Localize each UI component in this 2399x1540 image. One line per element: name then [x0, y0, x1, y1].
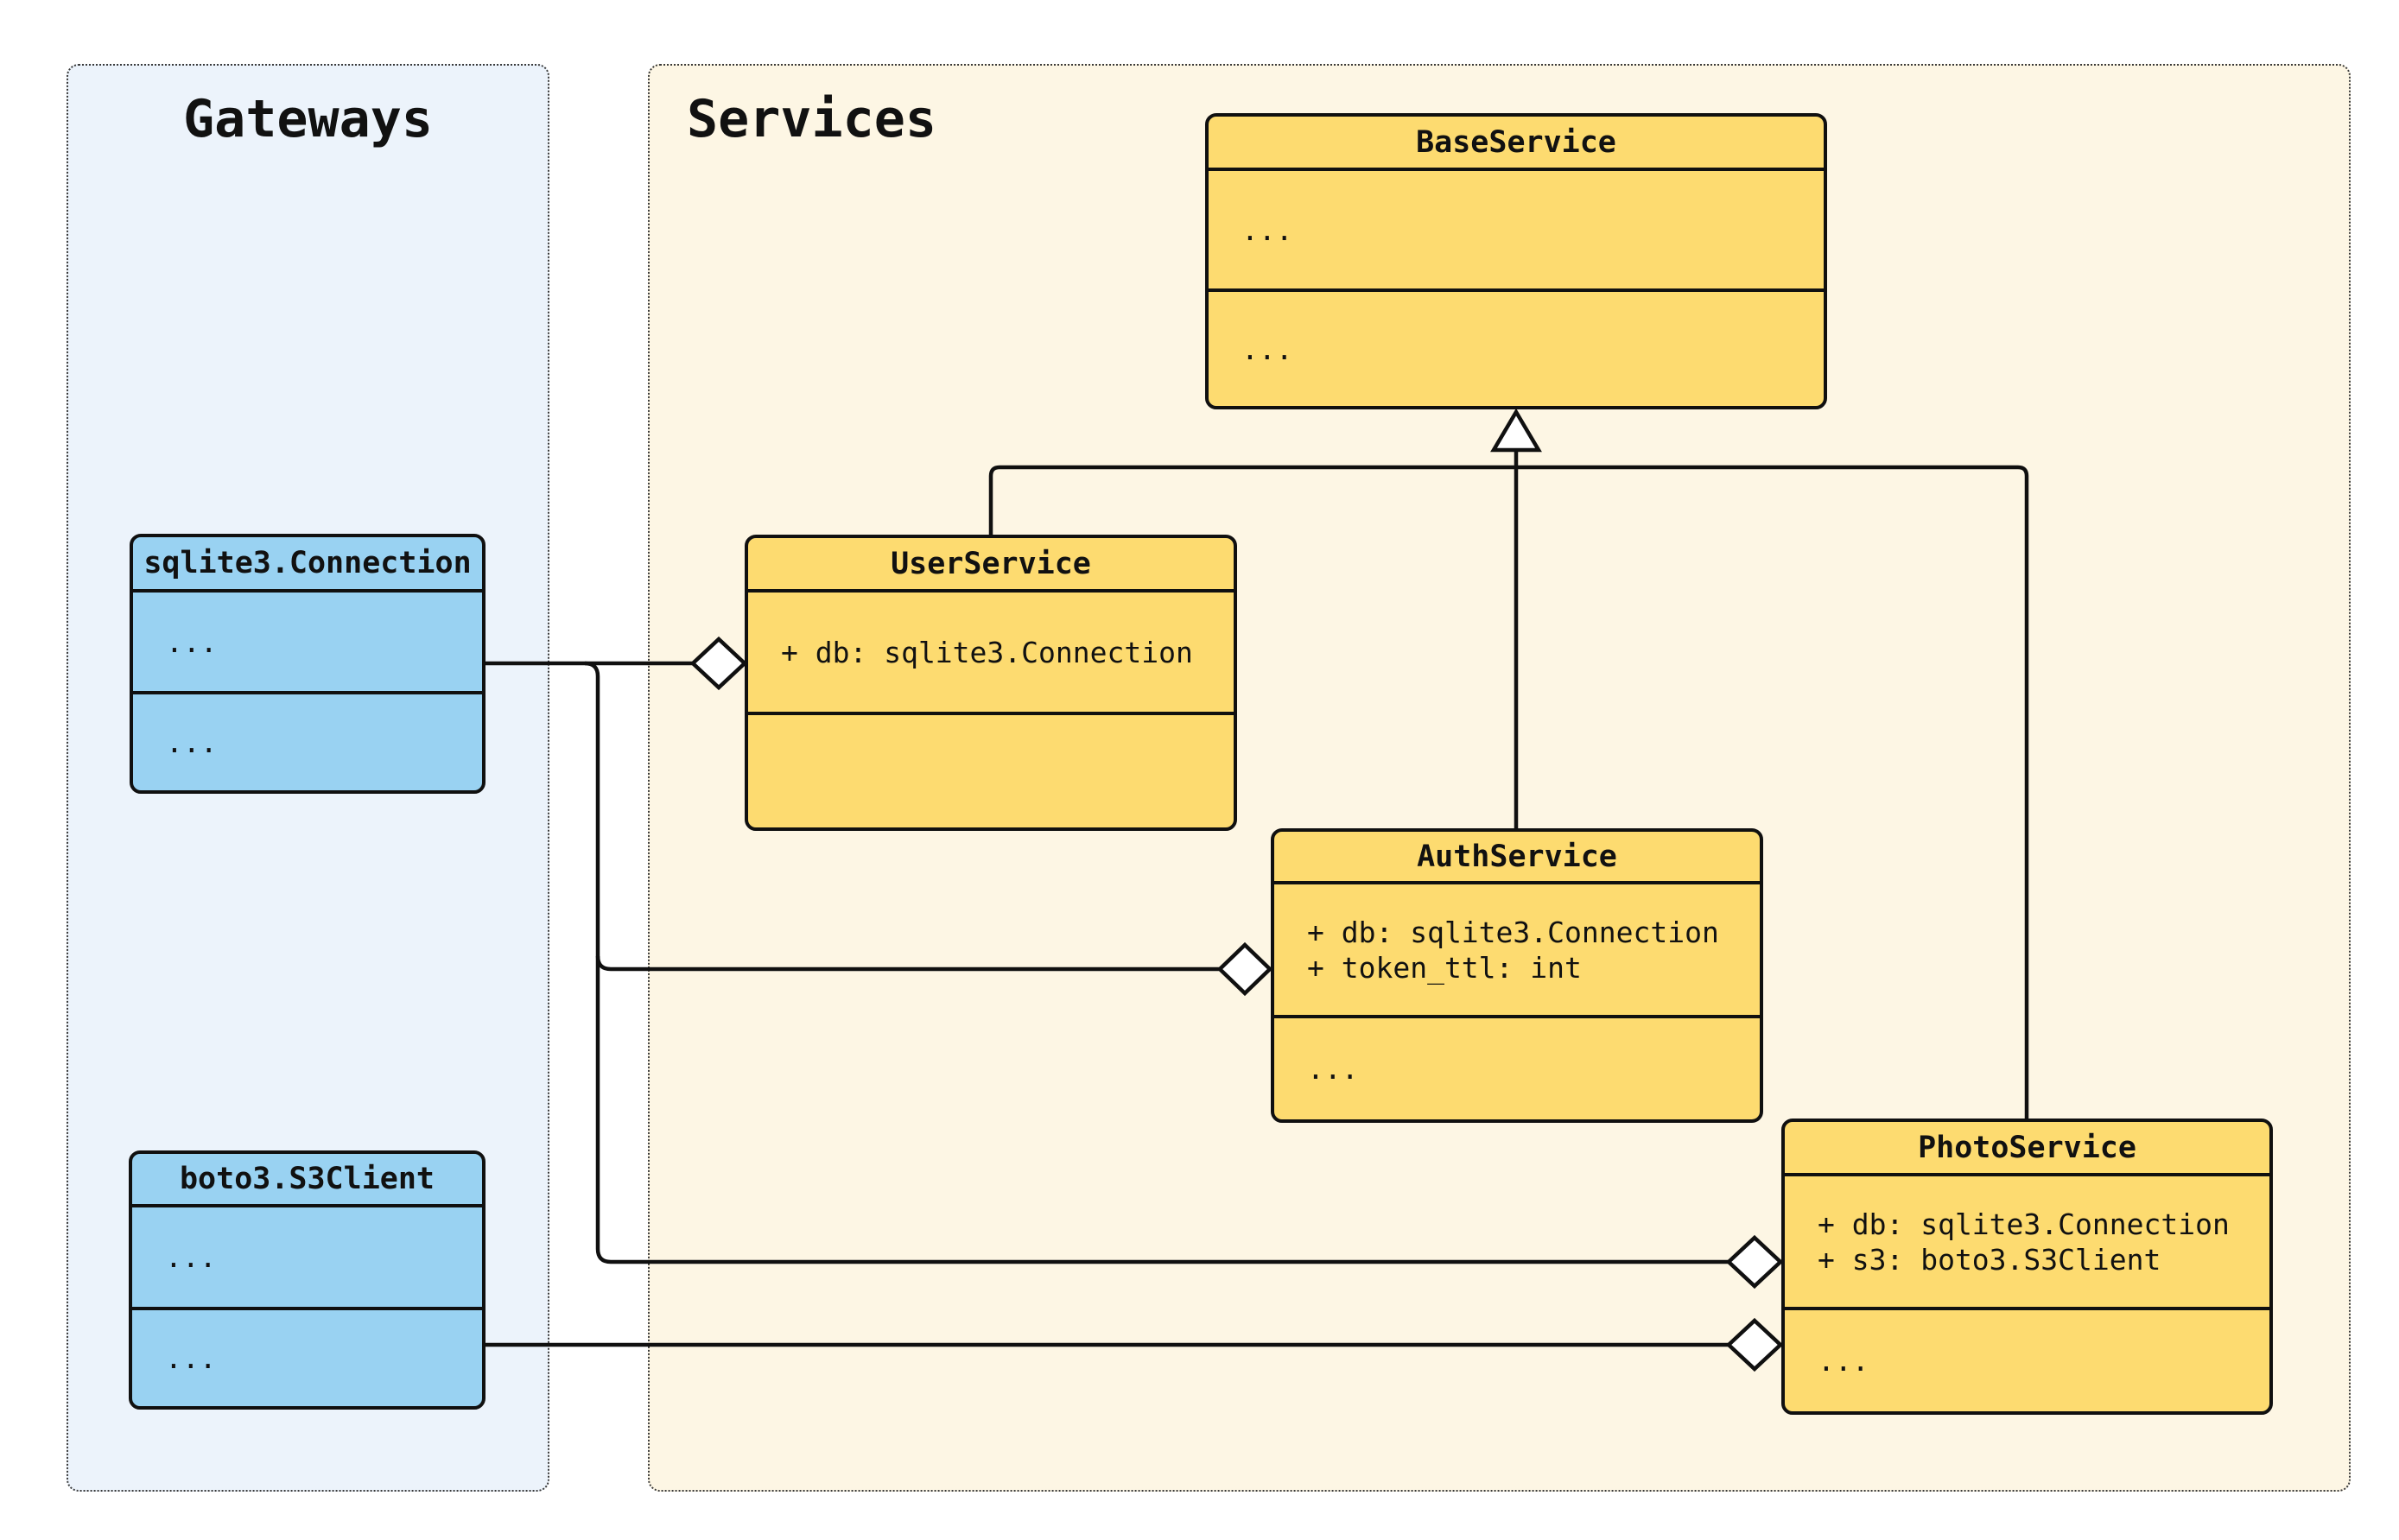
class-userservice: UserService + db: sqlite3.Connection	[745, 535, 1237, 831]
class-methods: ...	[133, 694, 482, 790]
class-title: sqlite3.Connection	[133, 537, 482, 593]
class-methods: ...	[1209, 292, 1824, 406]
attribute-line: ...	[165, 1240, 217, 1274]
class-title: BaseService	[1209, 117, 1824, 171]
attribute-line: ...	[1241, 212, 1293, 247]
method-line: ...	[1241, 332, 1293, 366]
class-attributes: + db: sqlite3.Connection + s3: boto3.S3C…	[1785, 1176, 2269, 1310]
method-line: ...	[166, 726, 218, 759]
class-photoservice: PhotoService + db: sqlite3.Connection + …	[1781, 1119, 2273, 1415]
method-line: ...	[1307, 1052, 1359, 1086]
attribute-line: ...	[166, 624, 218, 659]
gateways-panel-title: Gateways	[183, 89, 433, 149]
class-attributes: ...	[1209, 171, 1824, 292]
class-attributes: ...	[132, 1207, 482, 1310]
attribute-line: + token_ttl: int	[1307, 950, 1582, 985]
services-panel-title: Services	[687, 89, 936, 149]
method-line: ...	[1818, 1344, 1869, 1378]
attribute-line: + db: sqlite3.Connection	[781, 635, 1193, 669]
class-title: UserService	[748, 538, 1234, 593]
class-attributes: ...	[133, 593, 482, 694]
attribute-line: + db: sqlite3.Connection	[1307, 915, 1719, 949]
class-title: PhotoService	[1785, 1122, 2269, 1176]
class-methods: ...	[1785, 1310, 2269, 1411]
class-methods: ...	[132, 1310, 482, 1406]
class-methods: ...	[1274, 1018, 1760, 1119]
class-authservice: AuthService + db: sqlite3.Connection + t…	[1271, 828, 1763, 1123]
class-title: AuthService	[1274, 832, 1760, 884]
class-baseservice: BaseService ... ...	[1205, 113, 1827, 409]
attribute-line: + s3: boto3.S3Client	[1818, 1242, 2161, 1277]
class-title: boto3.S3Client	[132, 1154, 482, 1207]
class-methods	[748, 715, 1234, 827]
class-boto3-s3client: boto3.S3Client ... ...	[129, 1150, 486, 1410]
method-line: ...	[165, 1341, 217, 1375]
class-attributes: + db: sqlite3.Connection + token_ttl: in…	[1274, 884, 1760, 1018]
class-attributes: + db: sqlite3.Connection	[748, 593, 1234, 715]
class-sqlite3-connection: sqlite3.Connection ... ...	[130, 534, 486, 794]
attribute-line: + db: sqlite3.Connection	[1818, 1207, 2230, 1241]
